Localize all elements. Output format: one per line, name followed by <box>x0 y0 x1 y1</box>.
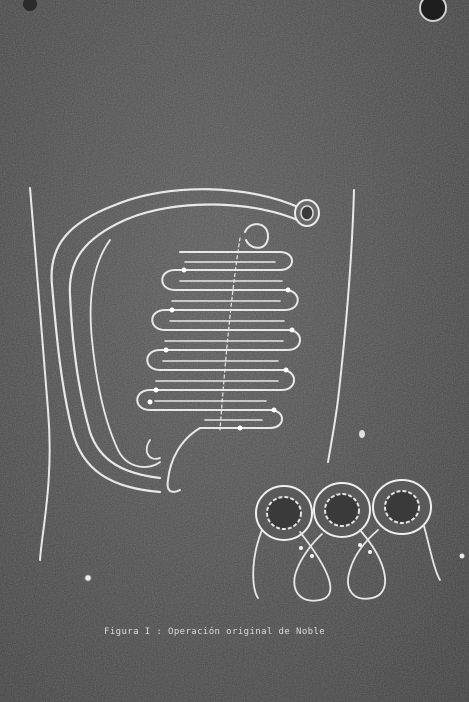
corner-spot-top-right <box>420 0 446 21</box>
cross-section-ring-middle <box>314 483 370 537</box>
speck-mark <box>359 430 365 438</box>
cross-section-ring-left <box>256 486 312 540</box>
cross-section-ring-right <box>373 480 431 534</box>
bowel-end-lumen <box>301 206 313 220</box>
figure-caption: Figura I : Operación original de Noble <box>104 627 325 637</box>
speck-left <box>85 575 91 581</box>
speck-right-edge <box>460 554 465 559</box>
